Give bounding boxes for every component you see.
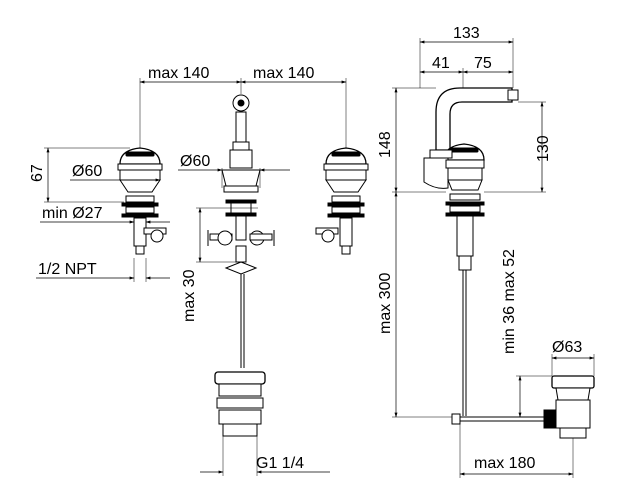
label-max-140-right: max 140 xyxy=(253,65,314,82)
label-75: 75 xyxy=(474,55,492,72)
label-148: 148 xyxy=(377,131,394,158)
label-max-30: max 30 xyxy=(181,269,198,322)
label-min-36-max-52: min 36 max 52 xyxy=(501,249,518,354)
label-dia-60-center: Ø60 xyxy=(180,153,210,170)
label-min-dia-27: min Ø27 xyxy=(42,205,103,222)
label-41: 41 xyxy=(432,55,450,72)
dimension-labels: max 140 max 140 67 Ø60 min Ø27 1/2 NPT Ø… xyxy=(29,25,582,472)
label-g1-1-4: G1 1/4 xyxy=(256,455,304,472)
label-dia-63: Ø63 xyxy=(552,339,582,356)
dimension-lines xyxy=(36,38,595,478)
right-valve xyxy=(315,147,369,255)
label-67: 67 xyxy=(29,164,46,182)
label-dia-60-left: Ø60 xyxy=(72,163,102,180)
label-130: 130 xyxy=(535,135,552,162)
label-max-180: max 180 xyxy=(474,455,535,472)
left-valve xyxy=(117,147,167,255)
label-npt: 1/2 NPT xyxy=(38,261,97,278)
center-spout xyxy=(207,94,275,437)
label-max-300: max 300 xyxy=(377,273,394,334)
side-view-mixer xyxy=(423,87,595,439)
label-max-140-left: max 140 xyxy=(148,65,209,82)
label-133: 133 xyxy=(453,25,480,42)
